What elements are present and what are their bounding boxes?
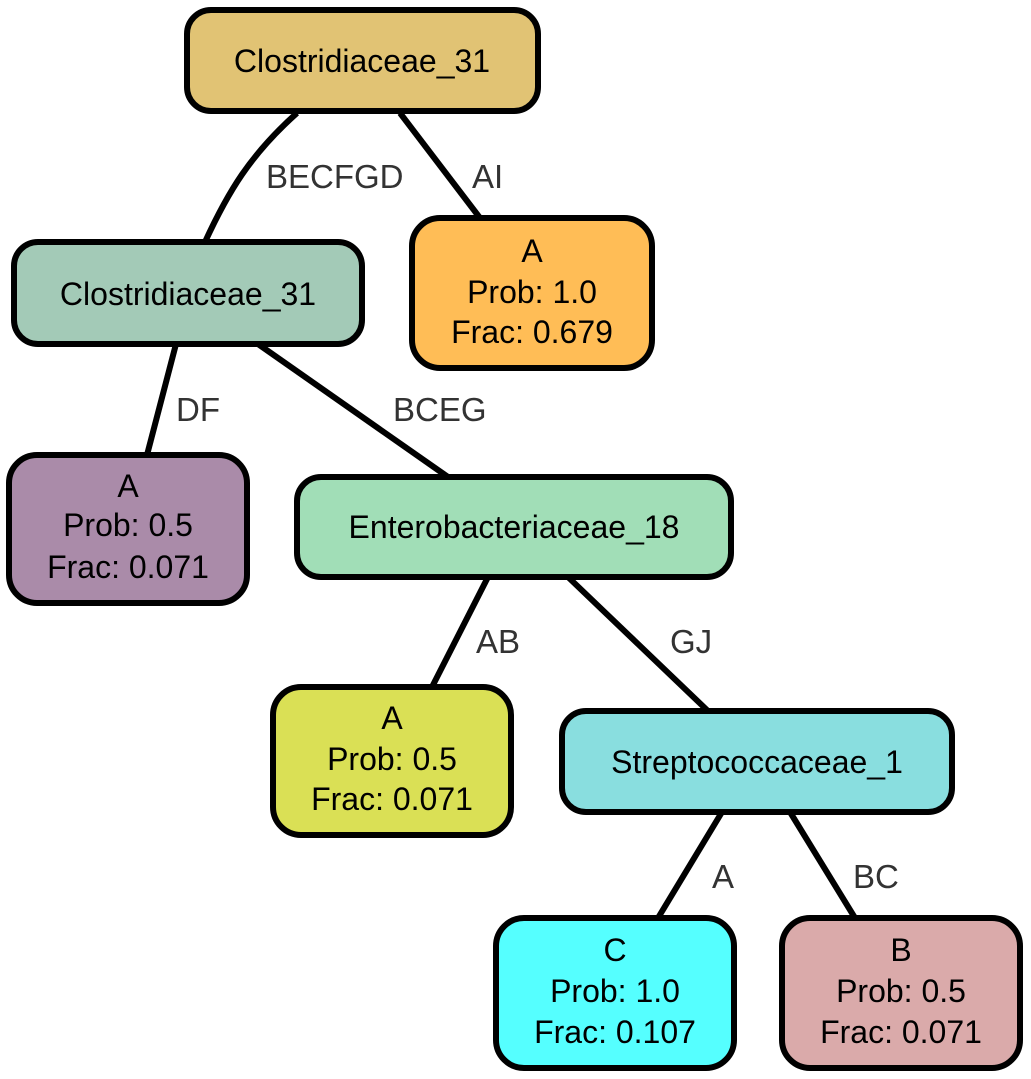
leaf-node-c-class: C	[603, 932, 626, 968]
leaf-node-ai-class: A	[521, 233, 543, 269]
node-enterobacteriaceae: Enterobacteriaceae_18	[294, 474, 734, 580]
edge-enterobacteriaceae-to-leaf-ab	[429, 575, 491, 689]
edge-label-a: A	[712, 858, 734, 895]
leaf-node-ab: A Prob: 0.5 Frac: 0.071	[270, 684, 514, 838]
edge-label-bc: BC	[853, 858, 899, 895]
leaf-node-b-frac: Frac: 0.071	[820, 1014, 982, 1050]
edge-root-to-leaf-ai	[397, 111, 483, 220]
node-clostridiaceae: Clostridiaceae_31	[11, 239, 365, 347]
node-enterobacteriaceae-box	[294, 474, 734, 580]
leaf-node-ab-frac: Frac: 0.071	[311, 781, 473, 817]
leaf-node-ab-prob: Prob: 0.5	[327, 741, 457, 777]
leaf-node-ab-class: A	[381, 700, 403, 736]
leaf-node-ai-box	[409, 215, 655, 371]
edge-label-becfgd: BECFGD	[266, 158, 404, 195]
leaf-node-ai-prob: Prob: 1.0	[467, 274, 597, 310]
leaf-node-c-box	[493, 915, 737, 1071]
edge-label-df: DF	[176, 391, 220, 428]
edge-streptococcaceae-to-leaf-b	[787, 810, 858, 920]
edge-streptococcaceae-to-leaf-c	[655, 810, 725, 920]
edge-label-bceg: BCEG	[393, 391, 487, 428]
edge-label-ab: AB	[476, 623, 520, 660]
leaf-node-df-class: A	[117, 468, 139, 504]
node-root-box	[184, 7, 541, 114]
node-root-label: Clostridiaceae_31	[234, 43, 490, 79]
leaf-node-c-frac: Frac: 0.107	[534, 1014, 696, 1050]
node-streptococcaceae: Streptococcaceae_1	[559, 708, 955, 815]
leaf-node-ab-box	[270, 684, 514, 838]
leaf-node-c: C Prob: 1.0 Frac: 0.107	[493, 915, 737, 1071]
node-root: Clostridiaceae_31	[184, 7, 541, 114]
edge-clostridiaceae-to-enterobacteriaceae	[256, 341, 450, 480]
leaf-node-b: B Prob: 0.5 Frac: 0.071	[779, 915, 1023, 1071]
leaf-node-ai: A Prob: 1.0 Frac: 0.679	[409, 215, 655, 371]
node-enterobacteriaceae-label: Enterobacteriaceae_18	[349, 509, 680, 545]
leaf-node-df-box	[6, 452, 250, 606]
leaf-node-ai-frac: Frac: 0.679	[451, 314, 613, 350]
node-streptococcaceae-label: Streptococcaceae_1	[611, 744, 903, 780]
edge-label-ai: AI	[472, 158, 503, 195]
edge-label-gj: GJ	[670, 623, 712, 660]
edge-labels: BECFGD AI DF BCEG AB GJ A BC	[176, 158, 899, 895]
edge-clostridiaceae-to-leaf-df	[144, 343, 179, 456]
leaf-node-b-class: B	[890, 932, 911, 968]
node-clostridiaceae-box	[11, 239, 365, 347]
leaf-node-df: A Prob: 0.5 Frac: 0.071	[6, 452, 250, 606]
leaf-node-df-frac: Frac: 0.071	[47, 549, 209, 585]
edges	[144, 110, 858, 920]
node-clostridiaceae-label: Clostridiaceae_31	[60, 276, 316, 312]
node-streptococcaceae-box	[559, 708, 955, 815]
edge-enterobacteriaceae-to-streptococcaceae	[565, 574, 711, 714]
leaf-node-df-prob: Prob: 0.5	[63, 507, 193, 543]
leaf-node-c-prob: Prob: 1.0	[550, 973, 680, 1009]
leaf-node-b-box	[779, 915, 1023, 1071]
leaf-node-b-prob: Prob: 0.5	[836, 973, 966, 1009]
edge-root-to-clostridiaceae	[202, 110, 299, 244]
